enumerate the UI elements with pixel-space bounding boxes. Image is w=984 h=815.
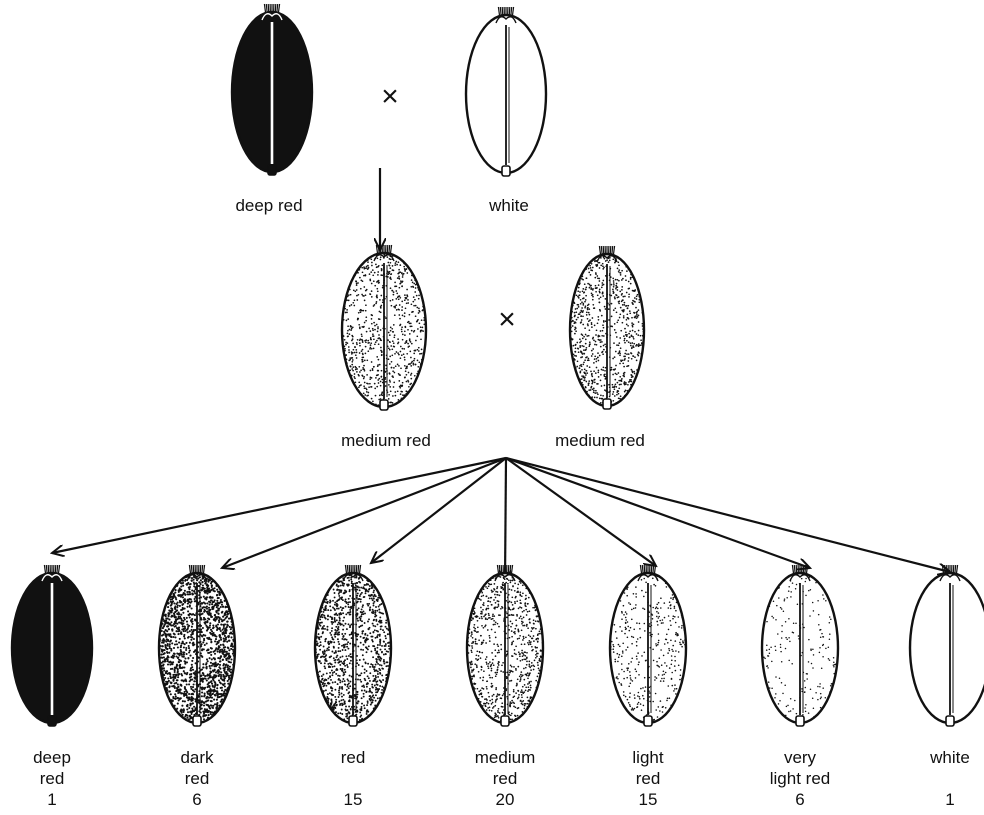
f2-kernel-1 xyxy=(12,565,92,726)
f2-count: 15 xyxy=(588,789,708,810)
f2-kernel-2 xyxy=(159,565,236,726)
f2-label-line: light xyxy=(588,747,708,768)
f2-count: 20 xyxy=(445,789,565,810)
f2-kernel-6 xyxy=(762,565,838,726)
parent-right-label: white xyxy=(449,195,569,216)
f1-right-kernel xyxy=(569,246,644,409)
f2-label-line: red xyxy=(588,768,708,789)
arrow-f1-to-f2-2 xyxy=(222,458,506,568)
f2-kernel-5-brush xyxy=(640,565,655,574)
f1-right-kernel-brush xyxy=(599,246,614,255)
f1-left-kernel-brush xyxy=(376,245,391,254)
f2-label-spacer xyxy=(293,768,413,789)
f2-count: 6 xyxy=(740,789,860,810)
f2-kernel-4 xyxy=(466,565,543,726)
f2-kernel-4-brush xyxy=(497,565,512,574)
f2-kernel-3-brush xyxy=(345,565,360,574)
arrow-f1-to-f2-6 xyxy=(506,458,810,568)
f2-label-line: red xyxy=(0,768,112,789)
f2-count: 1 xyxy=(0,789,112,810)
f2-count: 6 xyxy=(137,789,257,810)
parent-cross-symbol: × xyxy=(370,80,410,114)
f2-label-line: red xyxy=(445,768,565,789)
f2-label-spacer xyxy=(890,768,984,789)
parent-right-kernel xyxy=(466,7,546,176)
f2-label-line: red xyxy=(137,768,257,789)
f2-kernel-7-brush xyxy=(942,565,957,574)
f2-count: 1 xyxy=(890,789,984,810)
f2-kernel-3 xyxy=(315,565,392,726)
f2-label-line: dark xyxy=(137,747,257,768)
parent-left-kernel-brush xyxy=(264,4,279,13)
arrow-f1-to-f2-4 xyxy=(505,458,506,582)
f2-label-line: white xyxy=(890,747,984,768)
f2-label-7: white 1 xyxy=(890,747,984,810)
arrow-f1-to-f2-7 xyxy=(506,458,950,572)
parent-right-kernel-brush xyxy=(498,7,513,16)
f1-right-label: medium red xyxy=(530,430,670,451)
f2-label-line: light red xyxy=(740,768,860,789)
f2-count: 15 xyxy=(293,789,413,810)
f2-kernel-5 xyxy=(610,565,687,726)
f1-left-label: medium red xyxy=(316,430,456,451)
f2-label-line: red xyxy=(293,747,413,768)
parent-left-kernel xyxy=(232,4,312,175)
arrow-f1-to-f2-5 xyxy=(506,458,656,566)
f1-cross-symbol: × xyxy=(487,303,527,337)
arrow-f1-to-f2-1 xyxy=(52,458,506,553)
f2-kernel-1-brush xyxy=(44,565,59,574)
f2-kernel-2-brush xyxy=(189,565,204,574)
parent-left-label: deep red xyxy=(209,195,329,216)
f1-left-kernel xyxy=(341,245,426,410)
f2-kernel-7 xyxy=(910,565,984,726)
f2-kernel-6-brush xyxy=(792,565,807,574)
f2-label-3: red 15 xyxy=(293,747,413,810)
f2-label-line: deep xyxy=(0,747,112,768)
f2-label-line: medium xyxy=(445,747,565,768)
f2-label-line: very xyxy=(740,747,860,768)
arrow-f1-to-f2-3 xyxy=(371,458,506,563)
